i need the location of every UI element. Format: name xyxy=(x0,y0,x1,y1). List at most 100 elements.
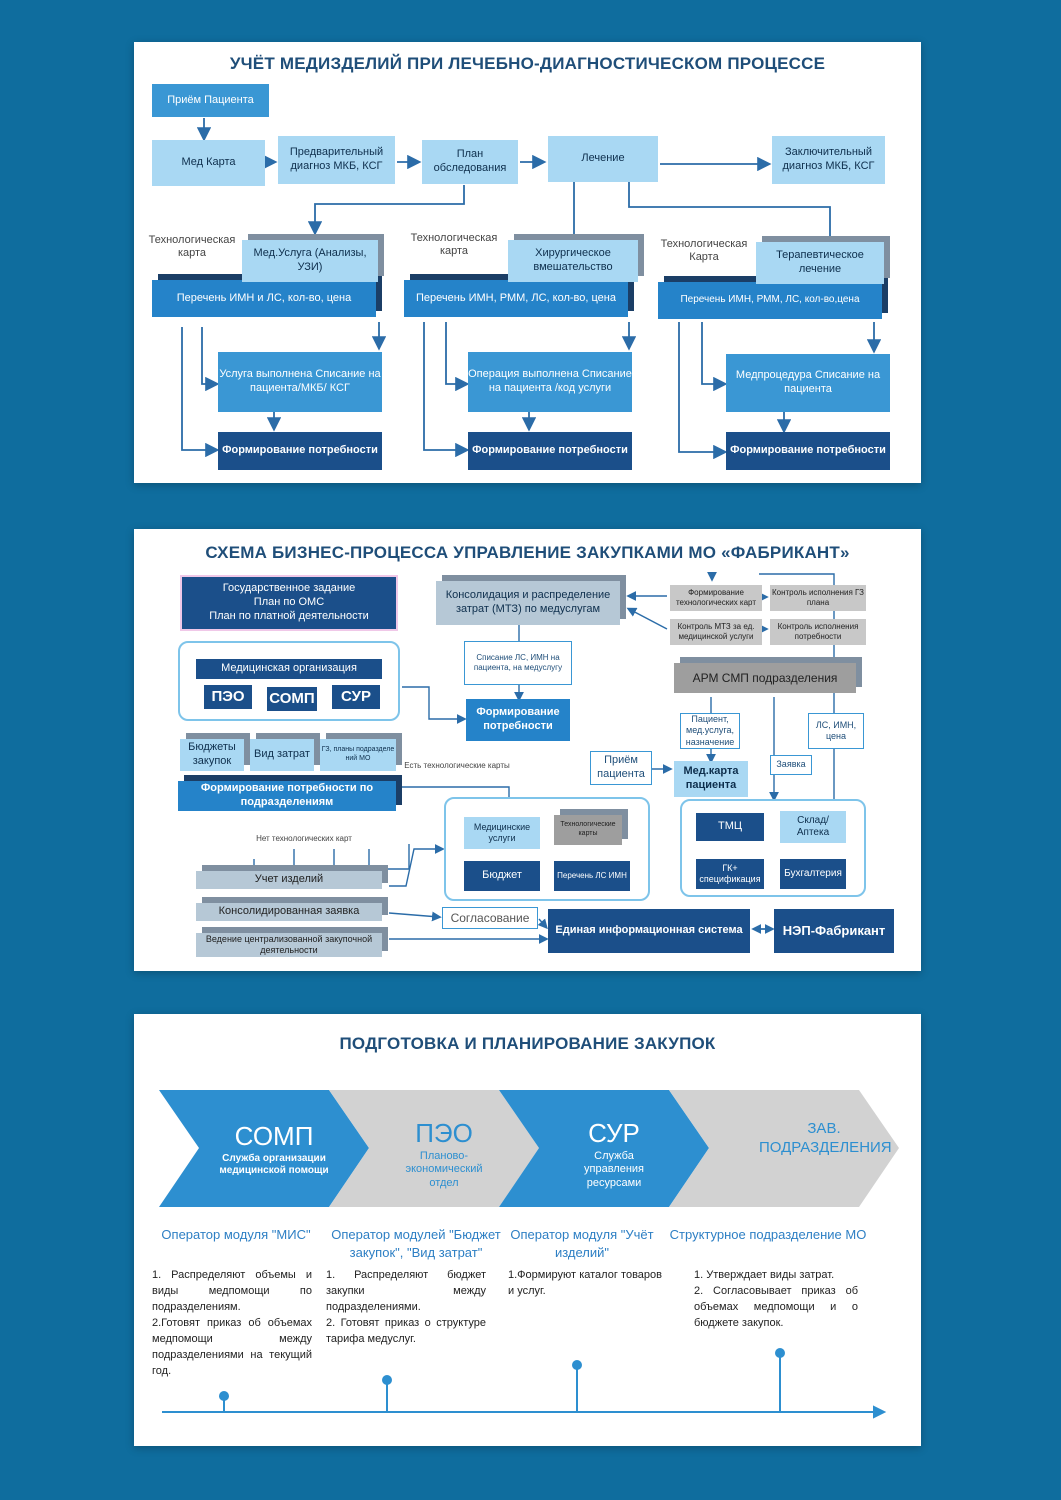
cost-type-box: Вид затрат xyxy=(250,739,314,771)
budget-box: Бюджет xyxy=(464,861,540,891)
chevron-sur-desc: Служба управления ресурсами xyxy=(584,1149,644,1190)
column-4-item-1: 1. Утверждает виды затрат. xyxy=(694,1269,835,1281)
tech-cards-box: Технологические карты xyxy=(554,815,622,845)
chevron-dept xyxy=(669,1090,899,1207)
column-list-2: 1. Распределяют бюджет закупки между под… xyxy=(326,1268,486,1348)
writeoff-box: Списание ЛС, ИМН на пациента, на медуслу… xyxy=(464,641,572,685)
column-3-item-1: 1.Формируют каталог товаров и услуг. xyxy=(508,1269,662,1297)
exam-plan-box: План обследования xyxy=(422,140,518,184)
chevron-somp-abbr: СОМП xyxy=(234,1121,314,1152)
procedure-done-box: Медпроцедура Списание на пациента xyxy=(726,354,890,412)
operation-done-box: Операция выполнена Списание на пациента … xyxy=(468,352,632,412)
has-cards-label: Есть технологические карты xyxy=(404,761,510,770)
column-4-item-2: 2. Согласовывает приказ об объемах медпо… xyxy=(694,1284,858,1329)
arm-box: АРМ СМП подразделения xyxy=(674,663,856,693)
chevron-somp xyxy=(159,1090,369,1207)
tech-card-label-3: Технологическая Карта xyxy=(660,238,748,264)
ls-list-box: Перечень ЛС ИМН xyxy=(554,861,630,891)
control-need-box: Контроль исполнения потребности xyxy=(770,619,866,645)
item-accounting-box: Учет изделий xyxy=(196,871,382,889)
column-head-1: Оператор модуля "МИС" xyxy=(161,1227,311,1242)
tech-card-label-1: Технологическая карта xyxy=(148,234,236,260)
reception-box-2: Приём пациента xyxy=(590,751,652,785)
tech-list-3: Перечень ИМН, РММ, ЛС, кол-во,цена xyxy=(658,282,882,319)
tech-list-1: Перечень ИМН и ЛС, кол-во, цена xyxy=(152,280,376,317)
eis-box: Единая информационная система xyxy=(548,909,750,953)
chevron-dept-text: ЗАВ. ПОДРАЗДЕЛЕНИЯ xyxy=(744,1114,904,1164)
column-list-1: 1. Распределяют объемы и виды медпомощи … xyxy=(152,1268,312,1380)
column-2-item-1: 1. Распределяют бюджет закупки между под… xyxy=(326,1269,486,1313)
peo-box: ПЭО xyxy=(204,685,252,709)
timeline-marker-1 xyxy=(219,1391,229,1401)
patient-service-box: Пациент, мед.услуга, назначение xyxy=(680,713,740,749)
panel1-connectors xyxy=(181,118,882,460)
timeline-marker-3 xyxy=(572,1360,582,1370)
chevron-flow xyxy=(159,1090,899,1419)
panel-medical-devices-accounting: УЧЁТ МЕДИЗДЕЛИЙ ПРИ ЛЕЧЕБНО-ДИАГНОСТИЧЕС… xyxy=(134,42,921,483)
column-list-4: 1. Утверждает виды затрат. 2. Согласовыв… xyxy=(694,1268,858,1332)
med-org-box: Медицинская организация xyxy=(196,659,382,679)
consolidation-box: Консолидация и распределение затрат (МТЗ… xyxy=(436,581,620,625)
somp-box: СОМП xyxy=(267,687,317,711)
timeline-marker-2 xyxy=(382,1375,392,1385)
approval-box: Согласование xyxy=(442,907,538,929)
chevron-peo-abbr: ПЭО xyxy=(415,1118,473,1149)
tmc-box: ТМЦ xyxy=(696,813,764,841)
chevron-somp-desc: Служба организации медицинской помощи xyxy=(219,1152,329,1177)
control-mtz-box: Контроль МТЗ за ед. медицинской услуги xyxy=(670,619,762,645)
budgets-box: Бюджеты закупок xyxy=(180,739,244,771)
central-procurement-box: Ведение централизованной закупочной деят… xyxy=(196,933,382,957)
chevron-sur-text: СУР Служба управления ресурсами xyxy=(559,1114,669,1194)
chevron-peo-text: ПЭО Планово-экономический отдел xyxy=(384,1114,504,1194)
reception-box: Приём Пациента xyxy=(152,84,269,117)
med-service-box: Мед.Услуга (Анализы, УЗИ) xyxy=(242,240,378,282)
chevron-peo xyxy=(329,1090,539,1207)
surgery-box: Хирургическое вмешательство xyxy=(508,240,638,282)
panel1-title: УЧЁТ МЕДИЗДЕЛИЙ ПРИ ЛЕЧЕБНО-ДИАГНОСТИЧЕС… xyxy=(229,54,826,73)
timeline-marker-4 xyxy=(775,1348,785,1358)
tech-list-2: Перечень ИМН, РММ, ЛС, кол-во, цена xyxy=(404,280,628,317)
panel2-title: СХЕМА БИЗНЕС-ПРОЦЕССА УПРАВЛЕНИЕ ЗАКУПКА… xyxy=(205,543,850,562)
warehouse-box: Склад/ Аптека xyxy=(780,811,846,843)
column-head-2: Оператор модулей "Бюджет закупок", "Вид … xyxy=(331,1227,501,1260)
timeline-arrowhead xyxy=(873,1405,887,1419)
med-card-box: Мед Карта xyxy=(152,140,265,186)
tech-card-label-2: Технологическая карта xyxy=(410,232,498,258)
request-box: Заявка xyxy=(770,755,812,775)
need-by-dept-box: Формирование потребности по подразделени… xyxy=(178,781,396,811)
chevron-sur-abbr: СУР xyxy=(588,1118,640,1149)
column-2-item-2: 2. Готовят приказ о структуре тарифа мед… xyxy=(326,1316,486,1345)
final-diagnosis-box: Заключительный диагноз МКБ, КСГ xyxy=(772,136,885,184)
nep-box: НЭП-Фабрикант xyxy=(774,909,894,953)
accounting-box: Бухгалтерия xyxy=(780,859,846,889)
need-forming-box-1: Формирование потребности xyxy=(218,432,382,470)
state-task-text: Государственное задание План по ОМС План… xyxy=(209,582,369,622)
patient-card-box: Мед.карта пациента xyxy=(674,761,748,797)
treatment-box: Лечение xyxy=(548,136,658,182)
gz-plans-box: ГЗ, планы подразделе ний МО xyxy=(320,739,396,771)
therapy-box: Терапевтическое лечение xyxy=(756,242,884,284)
chevron-dept-abbr: ЗАВ. ПОДРАЗДЕЛЕНИЯ xyxy=(759,1120,892,1156)
column-1-item-1: 1. Распределяют объемы и виды медпомощи … xyxy=(152,1269,312,1313)
ls-price-box: ЛС, ИМН, цена xyxy=(808,713,864,749)
panel3-title: ПОДГОТОВКА И ПЛАНИРОВАНИЕ ЗАКУПОК xyxy=(339,1034,716,1053)
chevron-sur xyxy=(499,1090,709,1207)
control-gz-box: Контроль исполнения ГЗ плана xyxy=(770,585,866,611)
form-tech-box: Формирование технологических карт xyxy=(670,585,762,611)
chevron-peo-desc: Планово-экономический отдел xyxy=(405,1149,483,1190)
column-1-item-2: 2.Готовят приказ об объемах медпомощи ме… xyxy=(152,1316,312,1377)
need-forming-box-2: Формирование потребности xyxy=(468,432,632,470)
panel-procurement-planning: ПОДГОТОВКА И ПЛАНИРОВАНИЕ ЗАКУПОК СОМП С… xyxy=(134,1014,921,1446)
gk-spec-box: ГК+ спецификация xyxy=(696,859,764,889)
consolidated-request-box: Консолидированная заявка xyxy=(196,903,382,921)
no-cards-label: Нет технологических карт xyxy=(256,834,352,843)
need-forming-box-3: Формирование потребности xyxy=(726,432,890,470)
chevron-somp-text: СОМП Служба организации медицинской помо… xyxy=(209,1114,339,1184)
column-list-3: 1.Формируют каталог товаров и услуг. xyxy=(508,1268,662,1300)
service-done-box: Услуга выполнена Списание на пациента/МК… xyxy=(218,352,382,412)
state-task-box: Государственное задание План по ОМС План… xyxy=(180,575,398,631)
sur-box: СУР xyxy=(332,685,380,709)
med-services-box: Медицинские услуги xyxy=(464,817,540,849)
column-head-4: Структурное подразделение МО xyxy=(669,1227,867,1242)
need-forming-box: Формирование потребности xyxy=(466,699,570,741)
